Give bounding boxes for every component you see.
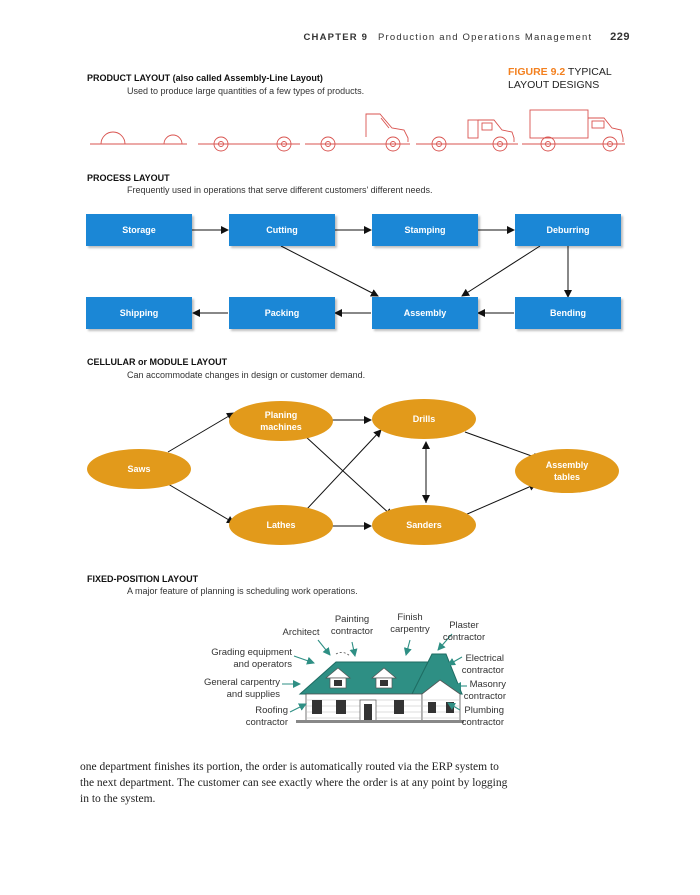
process-box-packing: Packing [229, 297, 335, 329]
process-box-storage: Storage [86, 214, 192, 246]
cell-node-lathes: Lathes [229, 505, 333, 545]
label-masonry-contractor: Masonry contractor [463, 679, 506, 702]
label-general-carpentry: General carpentry and supplies [203, 677, 280, 700]
cellular-arrows [167, 412, 541, 530]
truck-assembly-line [90, 109, 625, 152]
cell-node-planing-machines: Planing machines [229, 401, 333, 441]
figure-title-1: TYPICAL [567, 66, 612, 78]
label-plumbing-contractor: Plumbing contractor [461, 705, 504, 728]
fixed-layout-title: FIXED-POSITION LAYOUT [87, 574, 199, 584]
chapter-title: Production and Operations Management [377, 32, 593, 43]
label-finish-carpentry: Finish carpentry [390, 612, 430, 635]
label-roofing-contractor: Roofing contractor [245, 705, 288, 728]
truck-stage-5 [522, 109, 625, 152]
figure-title-2: LAYOUT DESIGNS [508, 79, 600, 91]
process-layout-title: PROCESS LAYOUT [87, 173, 170, 183]
truck-stage-3 [305, 113, 410, 152]
process-box-bending: Bending [515, 297, 621, 329]
figure-caption: FIGURE 9.2 TYPICAL LAYOUT DESIGNS [508, 66, 638, 92]
house-illustration [296, 652, 464, 723]
cell-node-saws: Saws [87, 449, 191, 489]
cell-node-sanders: Sanders [372, 505, 476, 545]
process-box-deburring: Deburring [515, 214, 621, 246]
truck-stage-1 [90, 131, 187, 145]
label-electrical-contractor: Electrical contractor [461, 653, 504, 676]
label-painting-contractor: Painting contractor [330, 614, 374, 637]
running-header: CHAPTER 9 Production and Operations Mana… [303, 31, 630, 43]
process-box-shipping: Shipping [86, 297, 192, 329]
label-grading-equipment: Grading equipment and operators [211, 647, 292, 670]
fixed-layout-subtitle: A major feature of planning is schedulin… [127, 586, 358, 596]
fixed-arrows [282, 633, 467, 713]
process-layout-subtitle: Frequently used in operations that serve… [127, 185, 433, 195]
body-paragraph: one department finishes its portion, the… [80, 761, 508, 805]
cellular-layout-subtitle: Can accommodate changes in design or cus… [127, 370, 366, 380]
process-box-assembly: Assembly [372, 297, 478, 329]
truck-stage-2 [198, 136, 300, 152]
product-layout-title: PRODUCT LAYOUT (also called Assembly-Lin… [87, 73, 323, 83]
page-number: 229 [610, 31, 630, 43]
cell-node-assembly-tables: Assembly tables [515, 449, 619, 493]
label-architect: Architect [282, 627, 320, 638]
figure-label: FIGURE 9.2 [508, 66, 566, 78]
chapter-label: CHAPTER 9 [303, 32, 369, 43]
label-plaster-contractor: Plaster contractor [442, 620, 486, 643]
cell-node-drills: Drills [372, 399, 476, 439]
product-layout-subtitle: Used to produce large quantities of a fe… [127, 86, 365, 96]
process-box-stamping: Stamping [372, 214, 478, 246]
truck-stage-4 [416, 119, 518, 152]
cellular-layout-title: CELLULAR or MODULE LAYOUT [87, 357, 228, 367]
process-box-cutting: Cutting [229, 214, 335, 246]
process-arrows [192, 226, 572, 317]
